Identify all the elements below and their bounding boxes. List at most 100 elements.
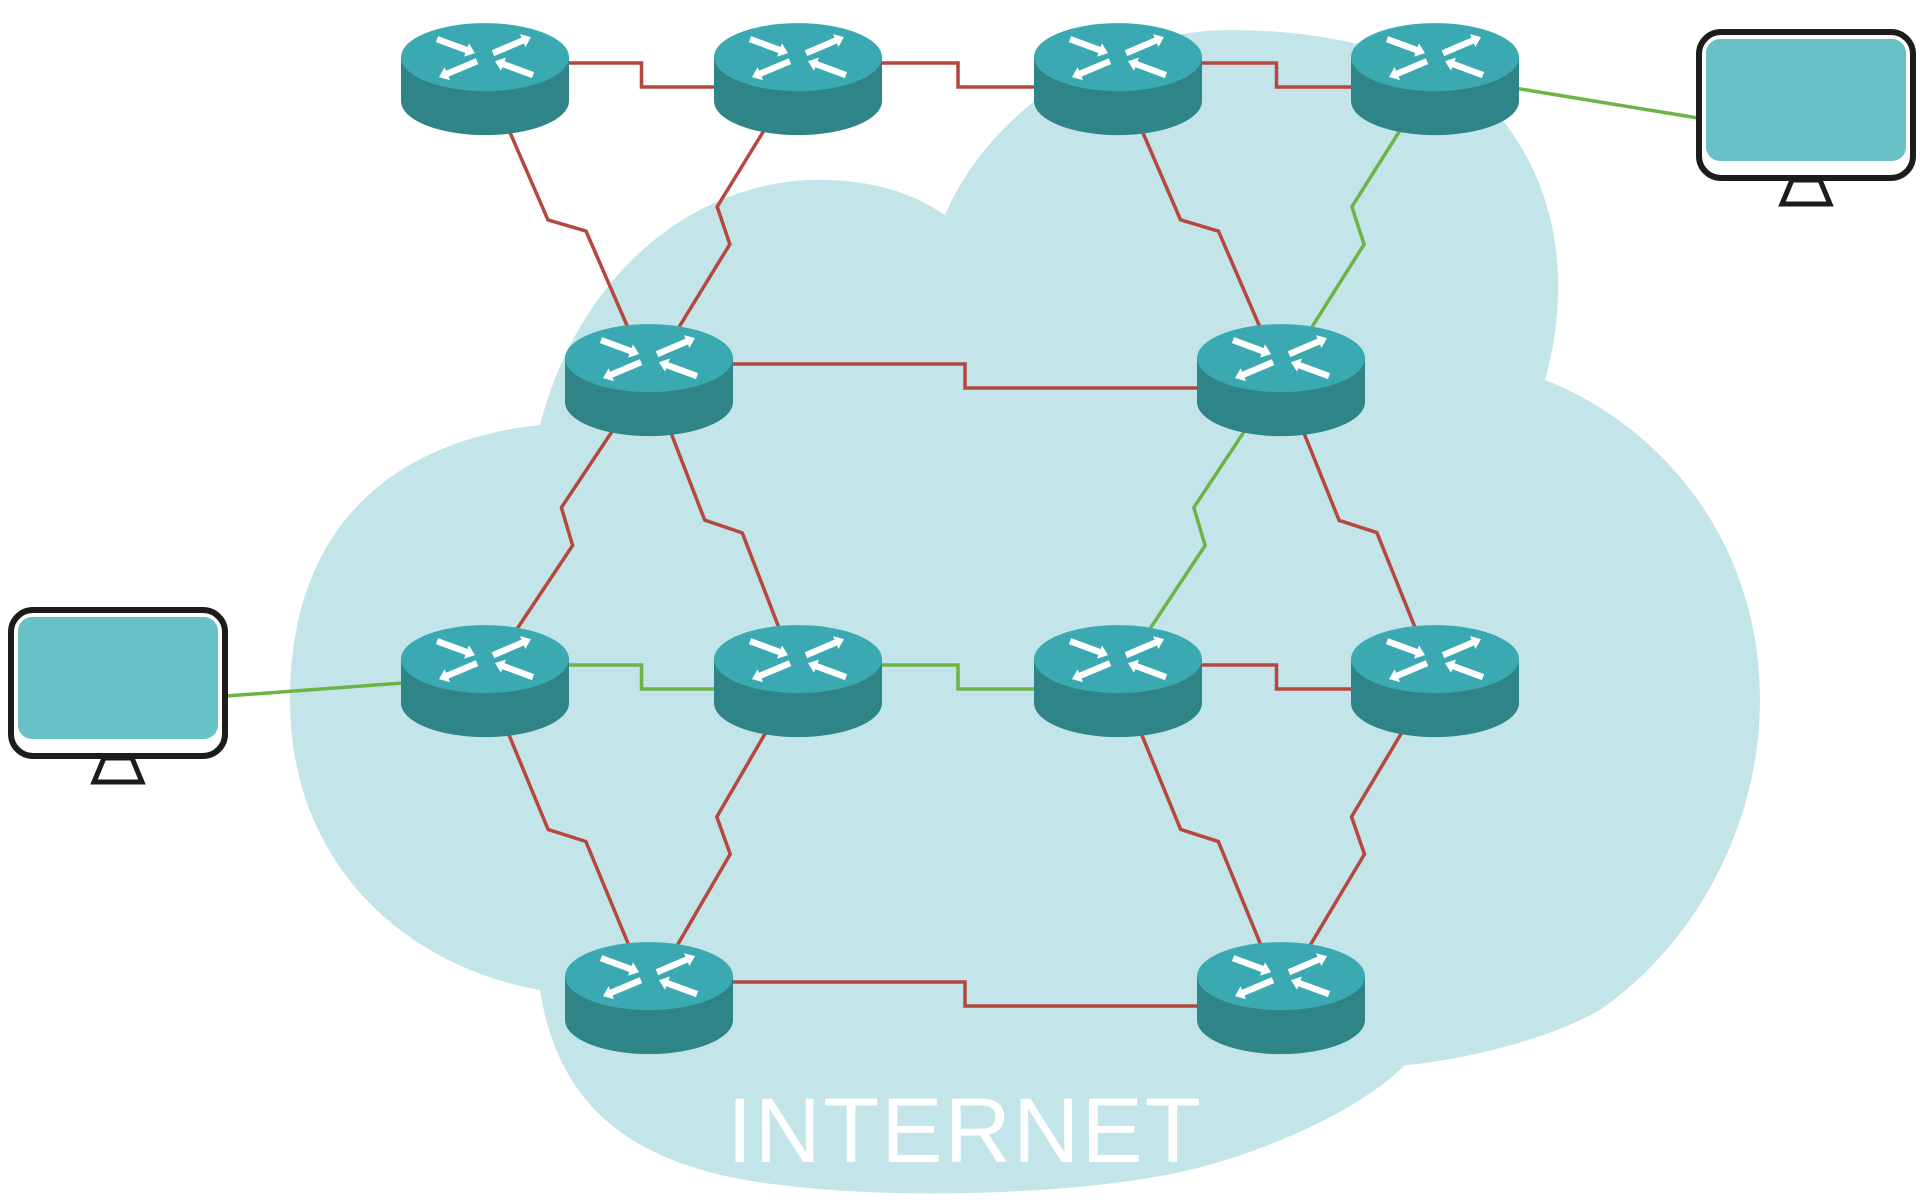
router-arrow [1235, 977, 1275, 1000]
router-arrow [804, 636, 844, 659]
router-arrow [655, 953, 695, 976]
router-arrows-icon [599, 953, 699, 1000]
router-arrows-icon [748, 636, 848, 683]
router-arrow [495, 57, 535, 79]
network-link-r-mid-left-r-mid-right [649, 362, 1281, 390]
router-top [1034, 625, 1202, 694]
router-arrow [1231, 955, 1271, 976]
router-arrows-icon [1231, 335, 1331, 382]
router-arrows-icon [1385, 636, 1485, 683]
network-link-r-top-4-r-mid-right [1279, 74, 1437, 377]
router-arrow [603, 977, 643, 1000]
router-arrows-icon [1068, 636, 1168, 683]
network-link-r-top-1-r-mid-left [483, 74, 651, 377]
router-top [714, 625, 882, 694]
router-arrow [495, 659, 535, 681]
router-arrow [439, 58, 479, 81]
router-arrow [491, 34, 531, 57]
router-arrow [439, 660, 479, 683]
router-arrow [808, 659, 848, 681]
network-link-r-row3-2-r-bottom-left [647, 676, 800, 995]
r-mid-left-router-icon[interactable] [565, 324, 733, 437]
network-link-r-top-2-r-mid-left [647, 74, 800, 377]
pc-right-computer-monitor-icon[interactable] [1696, 29, 1916, 207]
computers-layer [8, 29, 1916, 785]
router-arrow [1072, 660, 1112, 683]
router-top [714, 23, 882, 92]
router-arrow [1128, 57, 1168, 79]
router-arrow [1389, 660, 1429, 683]
router-top [565, 324, 733, 393]
router-top [1197, 324, 1365, 393]
r-bottom-left-router-icon[interactable] [565, 942, 733, 1055]
cloud-shape [290, 30, 1760, 1194]
router-top [1034, 23, 1202, 92]
r-bottom-right-router-icon[interactable] [1197, 942, 1365, 1055]
router-arrow [1287, 335, 1327, 358]
network-link-r-row3-1-r-bottom-left [483, 676, 651, 995]
router-top [401, 23, 569, 92]
r-row3-3-router-icon[interactable] [1034, 625, 1202, 738]
network-link-r-row3-4-r-bottom-right [1279, 676, 1437, 995]
network-link-r-bottom-left-r-bottom-right [649, 980, 1281, 1008]
router-arrow [752, 58, 792, 81]
router-arrow [1124, 34, 1164, 57]
r-mid-right-router-icon[interactable] [1197, 324, 1365, 437]
r-top-4-router-icon[interactable] [1351, 23, 1519, 136]
router-arrow [491, 636, 531, 659]
network-link-r-mid-right-r-row3-4 [1279, 375, 1437, 678]
router-arrow [659, 358, 699, 380]
router-arrow [1389, 58, 1429, 81]
router-arrow [435, 638, 475, 659]
internet-cloud: INTERNET [290, 30, 1760, 1194]
network-link-r-mid-left-r-row3-1 [483, 375, 651, 678]
router-arrow [1068, 638, 1108, 659]
router-top [565, 942, 733, 1011]
router-arrow [804, 34, 844, 57]
router-arrow [1385, 36, 1425, 57]
router-arrow [752, 660, 792, 683]
router-arrow [1441, 636, 1481, 659]
network-link-r-top-3-r-mid-right [1116, 74, 1283, 377]
router-arrow [659, 976, 699, 998]
router-arrows-icon [1068, 34, 1168, 81]
monitor-stand [1778, 177, 1834, 207]
router-arrows-icon [748, 34, 848, 81]
router-top [401, 625, 569, 694]
r-top-2-router-icon[interactable] [714, 23, 882, 136]
network-link-r-mid-right-r-row3-3 [1116, 375, 1283, 678]
pc-left-computer-monitor-icon[interactable] [8, 607, 228, 785]
router-arrows-icon [435, 34, 535, 81]
r-top-1-router-icon[interactable] [401, 23, 569, 136]
router-arrow [1072, 58, 1112, 81]
router-arrows-icon [599, 335, 699, 382]
router-arrows-icon [1231, 953, 1331, 1000]
router-arrow [1445, 57, 1485, 79]
router-arrow [1291, 358, 1331, 380]
router-top [1197, 942, 1365, 1011]
router-arrow [1124, 636, 1164, 659]
router-arrow [808, 57, 848, 79]
router-arrow [1287, 953, 1327, 976]
r-row3-2-router-icon[interactable] [714, 625, 882, 738]
r-top-3-router-icon[interactable] [1034, 23, 1202, 136]
router-arrow [1231, 337, 1271, 358]
router-top [1351, 23, 1519, 92]
monitor-stand [90, 755, 146, 785]
router-arrow [599, 337, 639, 358]
network-link-r-mid-left-r-row3-2 [647, 375, 800, 678]
monitor-screen [18, 617, 218, 739]
router-arrow [1235, 359, 1275, 382]
router-arrow [599, 955, 639, 976]
monitor-screen [1706, 39, 1906, 161]
r-row3-1-router-icon[interactable] [401, 625, 569, 738]
router-arrow [1441, 34, 1481, 57]
router-arrow [1445, 659, 1485, 681]
routers-layer [401, 23, 1519, 1055]
cloud-label: INTERNET [727, 1080, 1203, 1182]
router-arrows-icon [435, 636, 535, 683]
router-arrows-icon [1385, 34, 1485, 81]
network-link-r-row3-3-r-bottom-right [1116, 676, 1283, 995]
r-row3-4-router-icon[interactable] [1351, 625, 1519, 738]
